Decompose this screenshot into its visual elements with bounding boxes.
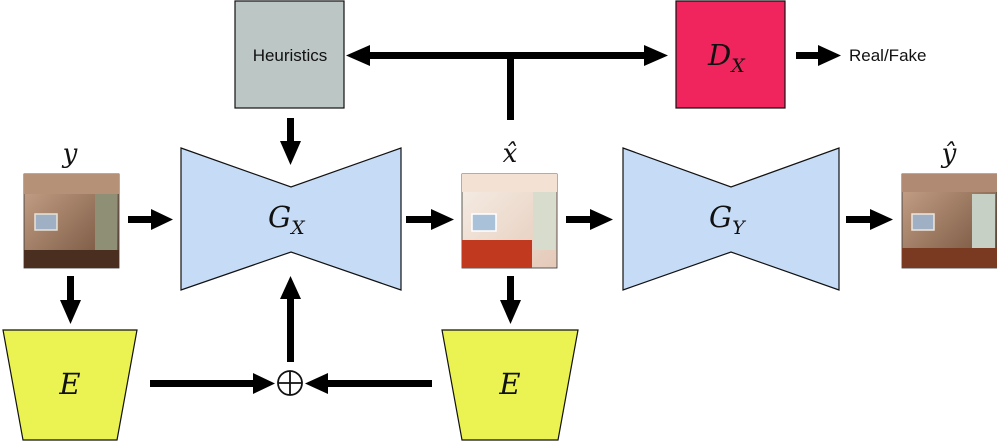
real-fake-label: Real/Fake xyxy=(849,46,926,65)
input-image-window xyxy=(95,194,117,252)
arrow-to-heuristics xyxy=(346,45,370,66)
input-label-y: y xyxy=(62,139,78,169)
generator-y-node: GY xyxy=(622,147,840,291)
output-label-x-hat: x̂ xyxy=(503,139,518,169)
arrow-xhat-to-gy xyxy=(590,209,613,230)
encoder-left-shape xyxy=(2,329,138,441)
encr-to-combine-line xyxy=(326,380,432,387)
combine-operator xyxy=(277,370,303,396)
y-to-encoder-line xyxy=(67,276,74,302)
arrow-encl-to-combine xyxy=(253,373,275,394)
encoder-right-node: E xyxy=(441,329,579,441)
discriminator-label: DX xyxy=(707,38,746,77)
heuristics-box xyxy=(234,0,345,109)
combine-up-line xyxy=(287,296,294,362)
input-image-floor xyxy=(24,250,119,268)
input-image-ceiling xyxy=(24,174,119,194)
output-x-image-window xyxy=(533,192,555,250)
top-bar-line xyxy=(368,52,646,59)
xhat-to-encoder-line xyxy=(507,276,514,302)
output-y-image-picture xyxy=(911,213,935,231)
generator-x-shape xyxy=(180,147,402,291)
discriminator-node: DX xyxy=(675,0,786,109)
encoder-left-node: E xyxy=(2,329,138,441)
generator-x-node: GX xyxy=(180,147,402,291)
y-to-gx-line xyxy=(128,216,154,223)
output-y-image-window xyxy=(972,194,995,250)
gx-to-xhat-line xyxy=(406,216,433,223)
xhat-to-gy-line xyxy=(566,216,592,223)
output-x-image-picture xyxy=(471,213,497,232)
output-image-y-hat xyxy=(901,173,997,269)
heuristics-node: Heuristics xyxy=(234,0,345,109)
arrow-encr-to-combine xyxy=(305,373,328,394)
generator-y-label: GY xyxy=(709,200,747,239)
output-label-y-hat: ŷ xyxy=(941,139,957,169)
arrow-y-to-encoder xyxy=(60,300,81,324)
arrow-heuristics-to-gx xyxy=(280,141,301,165)
output-x-image-furniture xyxy=(462,240,532,268)
arrow-y-to-gx xyxy=(151,209,173,230)
output-x-image-ceiling xyxy=(462,174,557,192)
encoder-right-shape xyxy=(441,329,579,441)
output-image-x-hat xyxy=(461,173,558,269)
discriminator-box xyxy=(675,0,786,109)
arrow-combine-to-gx xyxy=(280,276,301,299)
generator-y-shape xyxy=(622,147,840,291)
xhat-stem-line xyxy=(507,52,514,120)
disc-out-line xyxy=(796,52,820,59)
encl-to-combine-line xyxy=(150,380,256,387)
arrow-to-discriminator xyxy=(644,45,668,66)
arrows xyxy=(60,45,893,394)
arrow-xhat-to-encoder xyxy=(500,300,521,324)
generator-x-label: GX xyxy=(268,200,306,239)
encoder-right-label: E xyxy=(498,367,520,401)
arrow-gx-to-xhat xyxy=(431,209,454,230)
input-image-y xyxy=(23,173,120,269)
output-y-image-floor xyxy=(902,248,997,268)
heuristics-label: Heuristics xyxy=(253,46,328,65)
encoder-left-label: E xyxy=(58,367,80,401)
heuristics-down-line xyxy=(287,118,294,142)
output-y-image-ceiling xyxy=(902,174,997,192)
arrow-to-real-fake xyxy=(818,45,841,66)
input-image-picture xyxy=(34,213,58,231)
arrow-gy-to-yhat xyxy=(870,209,893,230)
gy-to-yhat-line xyxy=(846,216,872,223)
